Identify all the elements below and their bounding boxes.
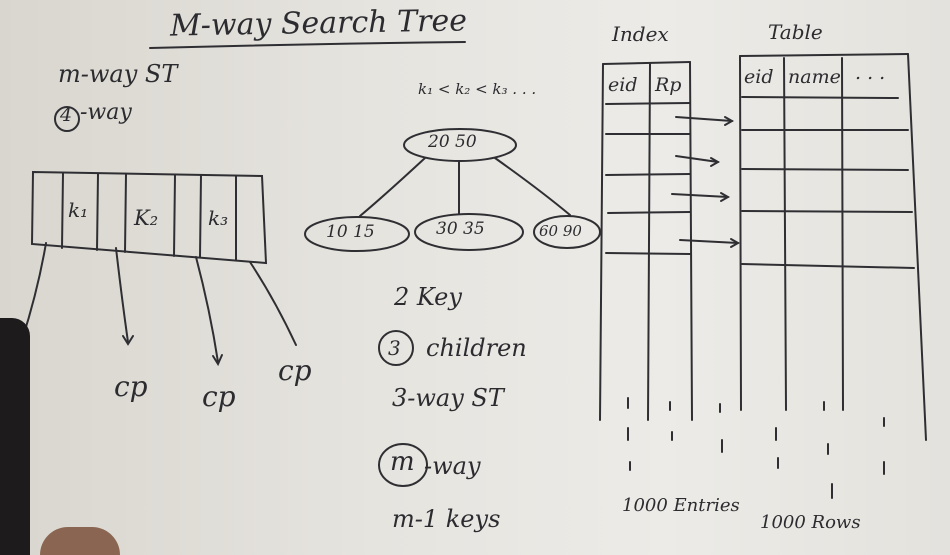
table-continuation-dots [775, 401, 885, 499]
index-col-rp: Rp [655, 74, 682, 96]
note-three: 3 [388, 336, 401, 360]
table-row-line [741, 168, 909, 171]
pointer-arrow [671, 193, 729, 198]
pointer-arrowhead [720, 192, 731, 202]
index-row-line [607, 211, 691, 214]
table-border [841, 57, 844, 411]
index-footer: 1000 Entries [622, 495, 740, 516]
key-order-note: k₁ < k₂ < k₃ . . . [418, 80, 537, 98]
child-pointer-arrowhead [212, 354, 223, 367]
table-row-line [741, 96, 899, 99]
circle-mark [378, 443, 428, 487]
table-col-eid: eid [744, 66, 774, 88]
pointer-arrow [679, 239, 739, 244]
node-divider [199, 174, 202, 258]
note-four: 4 [60, 104, 73, 126]
table-row-line [741, 263, 915, 269]
node-divider [124, 173, 127, 253]
index-col-eid: eid [608, 74, 638, 96]
pointer-arrowhead [730, 238, 741, 248]
tree-child-keys: 10 15 [326, 222, 375, 242]
index-title: Index [612, 22, 669, 46]
note-m-way: -way [424, 452, 481, 480]
node-key: K₂ [134, 206, 159, 230]
child-pointer-label: cp [114, 370, 148, 403]
page-title: M-way Search Tree [169, 3, 468, 44]
table-col-more: . . . [855, 62, 886, 84]
presenter-hand [40, 527, 120, 555]
tree-root-keys: 20 50 [428, 132, 477, 152]
node-divider [173, 174, 176, 257]
index-continuation-dots [627, 397, 723, 471]
note-mway-st: m-way ST [58, 60, 178, 88]
child-pointer-line [115, 247, 129, 343]
note-three-way: 3-way ST [392, 384, 504, 412]
table-title: Table [768, 20, 823, 44]
index-row-line [605, 252, 691, 255]
tree-child-keys: 60 90 [539, 222, 582, 240]
note-m: m [390, 447, 415, 477]
table-col-name: name [788, 66, 841, 88]
table-border [907, 53, 927, 441]
table-border [739, 53, 909, 57]
title-underline [149, 41, 466, 49]
circle-mark [378, 330, 414, 366]
tree-child-node [304, 216, 410, 252]
node-box [30, 170, 268, 265]
index-border [602, 61, 691, 65]
node-key: k₃ [208, 206, 229, 230]
tree-child-node [414, 213, 524, 251]
presenter-silhouette [0, 318, 30, 555]
table-footer: 1000 Rows [760, 512, 861, 533]
pointer-arrow [675, 116, 733, 122]
index-border [599, 63, 604, 421]
child-pointer-line [249, 261, 297, 346]
index-border [647, 63, 651, 421]
note-children: children [426, 334, 527, 362]
index-row-line [605, 102, 691, 105]
tree-edge [359, 157, 426, 217]
note-two-key: 2 Key [394, 283, 462, 311]
child-pointer-line [195, 256, 219, 363]
table-row-line [741, 210, 913, 213]
tree-edge [494, 157, 571, 216]
pointer-arrow [675, 155, 719, 163]
node-divider [61, 172, 64, 249]
tree-child-keys: 30 35 [436, 219, 485, 239]
note-m1-keys: m-1 keys [392, 505, 501, 533]
tree-child-node [533, 215, 601, 249]
child-pointer-label: cp [202, 380, 236, 413]
note-way: -way [80, 100, 132, 125]
circle-mark [54, 106, 80, 132]
pointer-arrowhead [724, 116, 735, 126]
child-pointer-arrowhead [122, 335, 134, 346]
pointer-arrowhead [710, 157, 721, 167]
table-border [783, 57, 787, 411]
child-pointer-label: cp [278, 354, 312, 387]
index-row-line [605, 173, 691, 176]
node-divider [96, 173, 99, 251]
node-key: k₁ [68, 198, 89, 222]
table-border [739, 55, 742, 411]
